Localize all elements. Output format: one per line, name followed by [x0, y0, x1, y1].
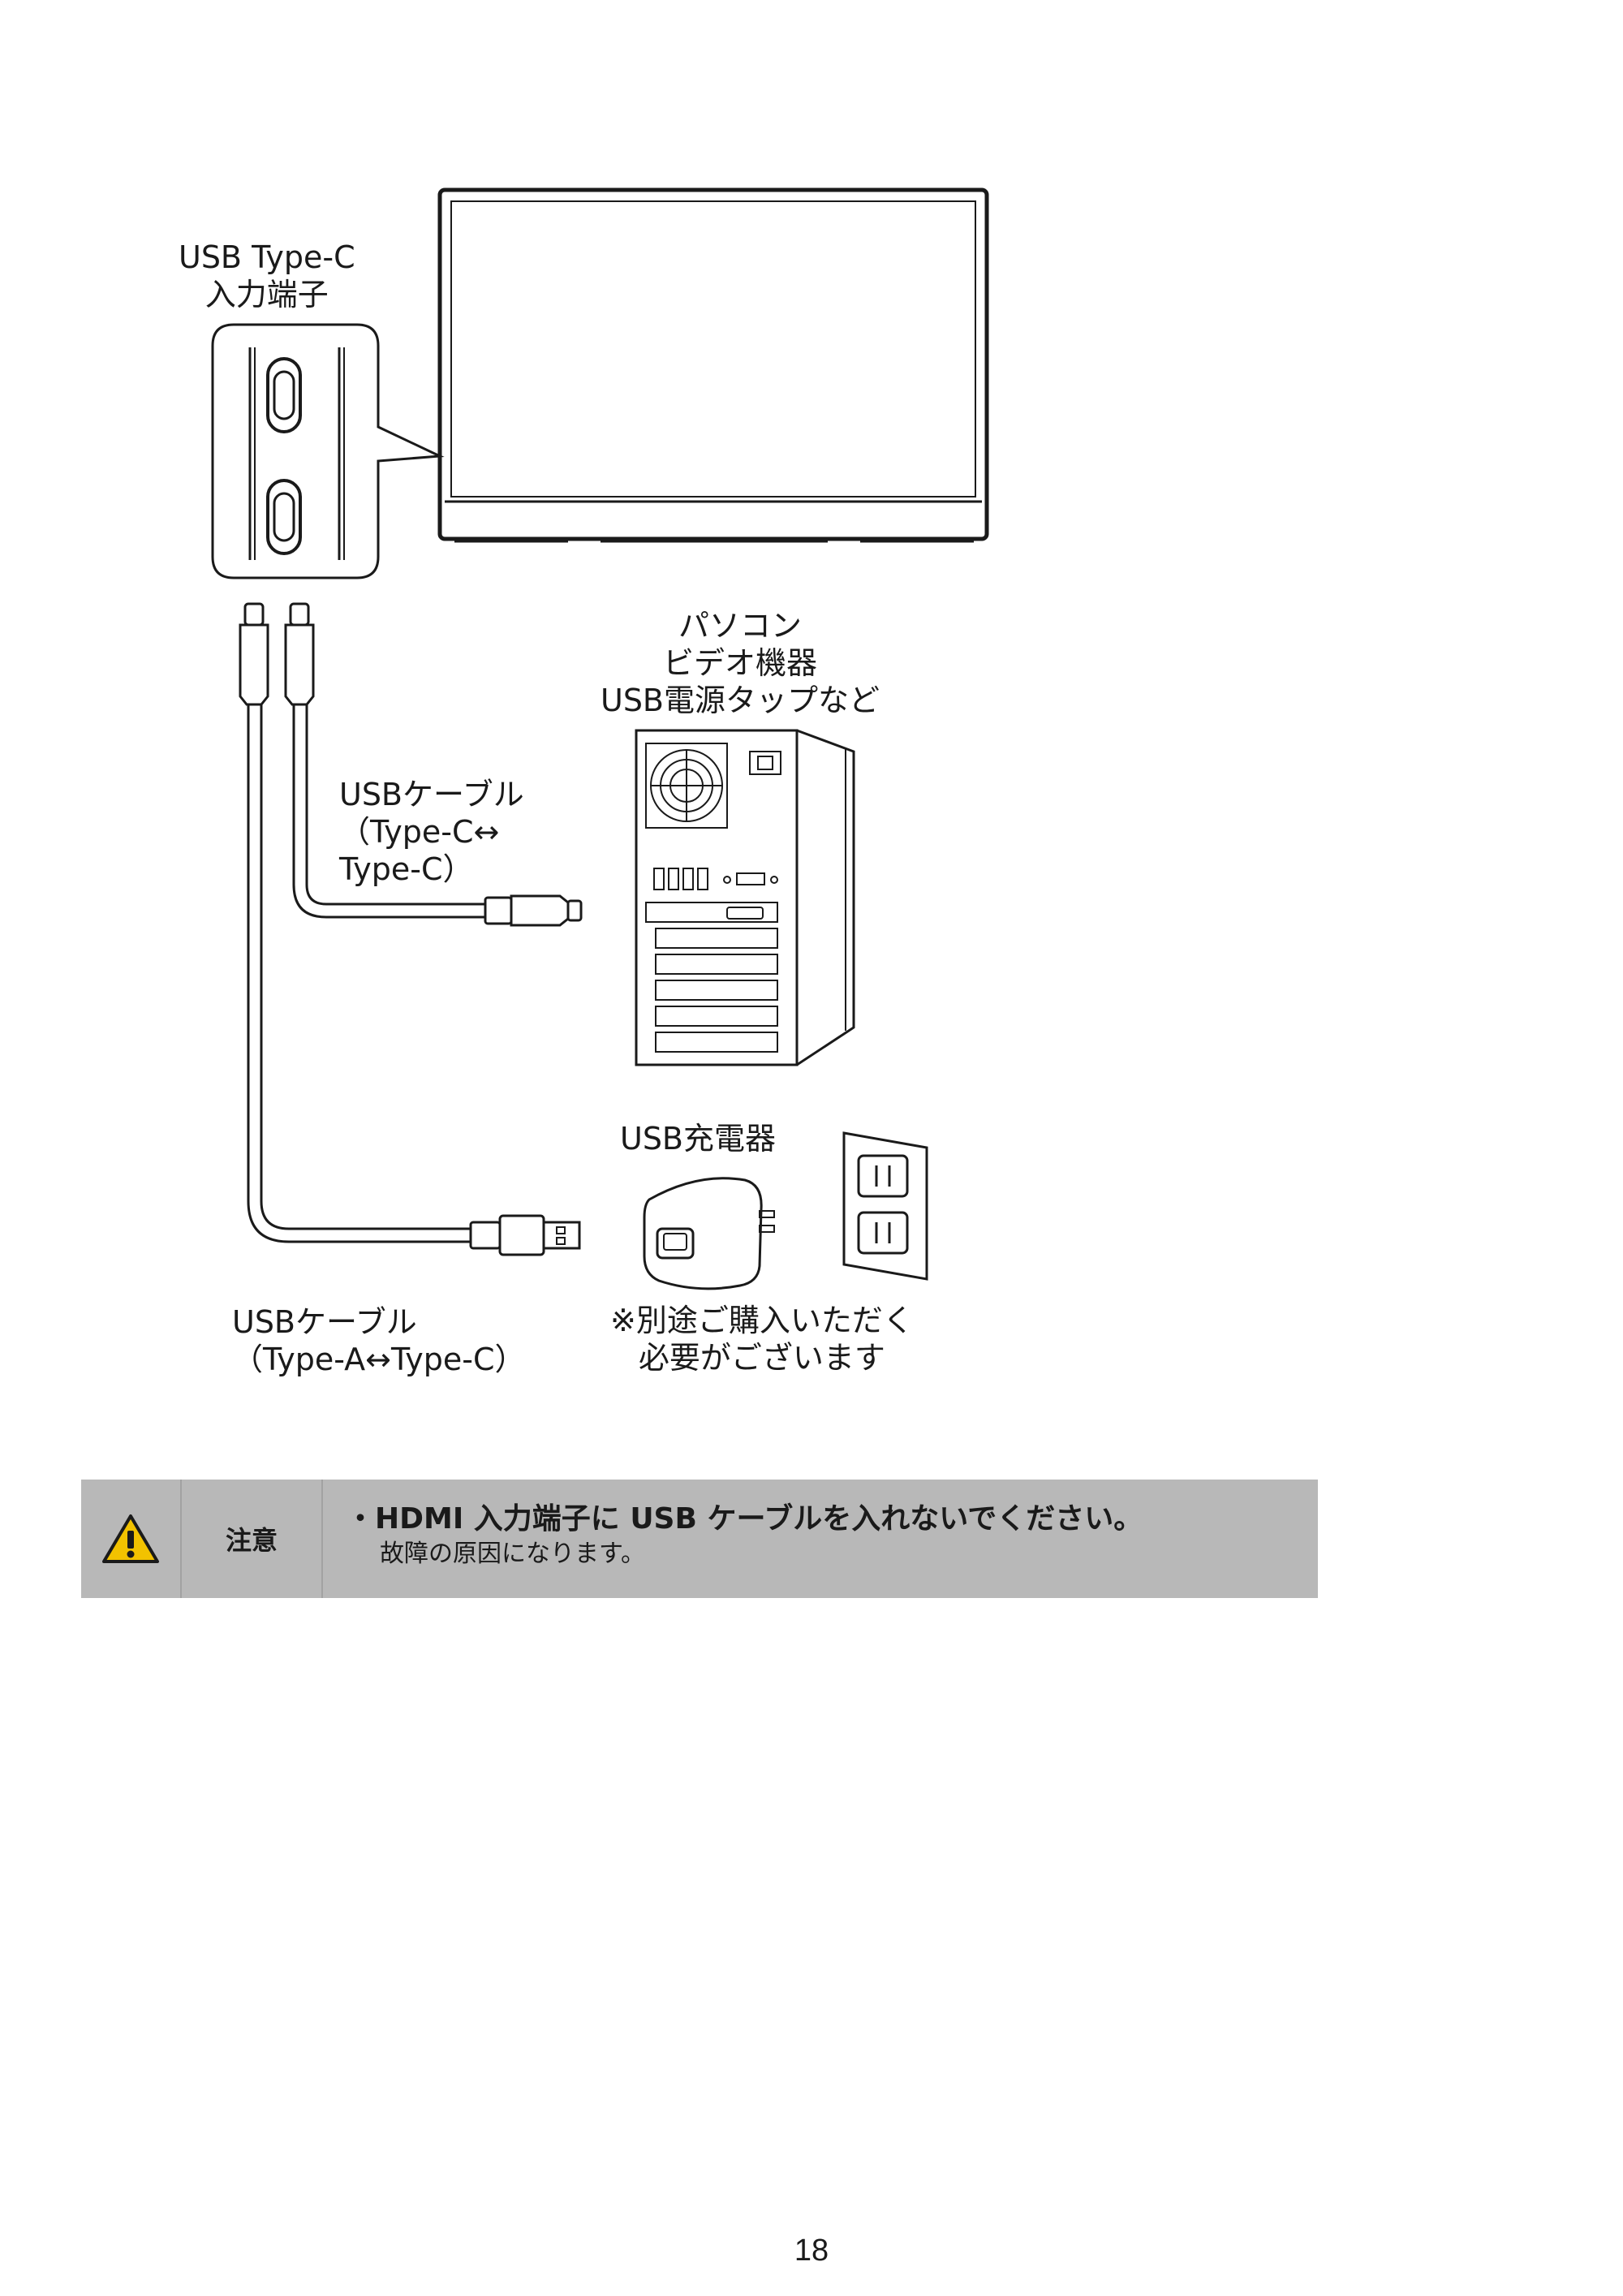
- wall-outlet: [842, 1131, 928, 1281]
- pc-devices-label-line3: USB電源タップなど: [601, 683, 880, 718]
- cable-cc-label-line2: （Type-C↔: [339, 814, 500, 850]
- warning-triangle-icon: [102, 1514, 159, 1563]
- connection-diagram: [211, 187, 989, 1290]
- usb-c-port-label-line2: 入力端子: [204, 277, 329, 312]
- caution-text: ・HDMI 入力端子に USB ケーブルを入れないでください。: [346, 1501, 1318, 1538]
- usb-c-port-label: USB Type-C 入力端子: [179, 239, 355, 313]
- portable-monitor: [437, 187, 989, 543]
- cable-cc-label: USBケーブル （Type-C↔ Type-C）: [339, 776, 524, 888]
- caution-main-text: HDMI 入力端子に USB ケーブルを入れないでください。: [375, 1502, 1143, 1536]
- caution-icon-cell: [81, 1480, 182, 1598]
- usb-c-plugs: [239, 602, 315, 706]
- caution-body: ・HDMI 入力端子に USB ケーブルを入れないでください。 故障の原因になり…: [323, 1480, 1318, 1598]
- cable-ac-label-line1: USBケーブル: [232, 1304, 417, 1340]
- caution-heading: 注意: [182, 1480, 323, 1598]
- cable-type-c-to-type-c: [292, 704, 583, 927]
- cable-ac-label: USBケーブル （Type-A↔Type-C）: [232, 1303, 526, 1378]
- usb-c-port-callout: [211, 323, 445, 579]
- purchase-note: ※別途ご購入いただく 必要がございます: [610, 1302, 914, 1376]
- pc-devices-label-line2: ビデオ機器: [663, 645, 818, 681]
- cable-type-a-to-type-c: [247, 704, 581, 1256]
- cable-ac-label-line2: （Type-A↔Type-C）: [232, 1342, 526, 1377]
- cable-cc-label-line3: Type-C）: [339, 851, 474, 887]
- charger-label: USB充電器: [620, 1121, 777, 1157]
- caution-subtext: 故障の原因になります。: [380, 1540, 645, 1568]
- caution-box: 注意 ・HDMI 入力端子に USB ケーブルを入れないでください。 故障の原因…: [81, 1480, 1318, 1598]
- cable-cc-label-line1: USBケーブル: [339, 777, 524, 812]
- purchase-note-line2: 必要がございます: [638, 1340, 885, 1376]
- pc-devices-label: パソコン ビデオ機器 USB電源タップなど: [601, 607, 880, 719]
- purchase-note-line1: ※別途ご購入いただく: [610, 1303, 914, 1338]
- usb-charger: [643, 1177, 775, 1290]
- usb-c-port-label-line1: USB Type-C: [179, 239, 355, 275]
- page-number: 18: [794, 2234, 829, 2268]
- pc-devices-label-line1: パソコン: [678, 608, 803, 644]
- pc-tower: [635, 729, 855, 1066]
- caution-bullet: ・: [346, 1502, 376, 1536]
